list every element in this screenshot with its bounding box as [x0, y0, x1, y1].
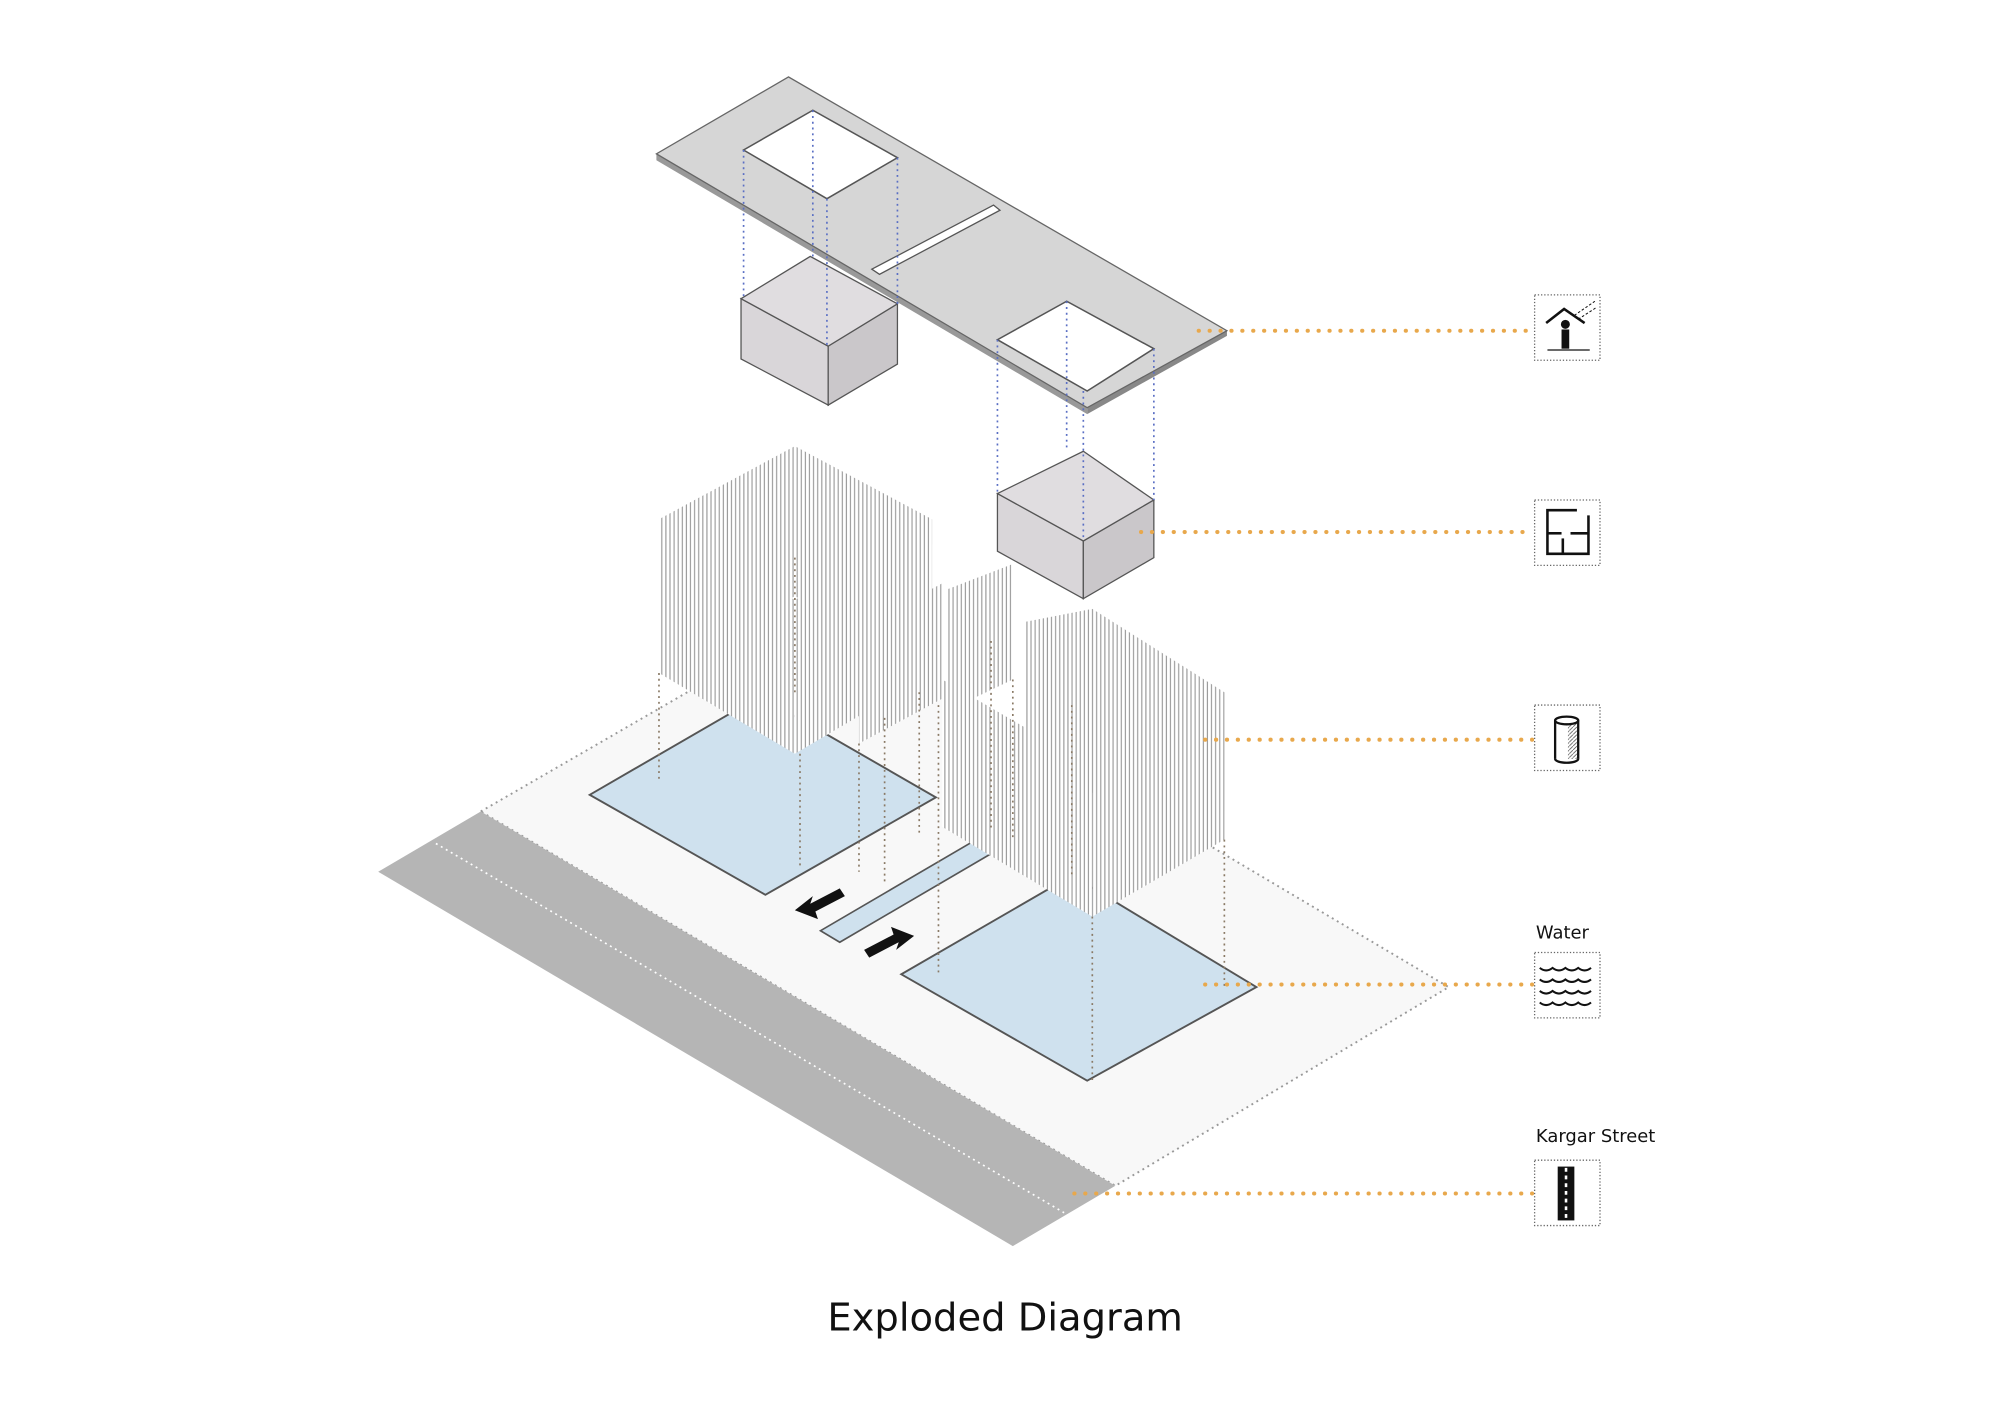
- floor-plan-icon: [1546, 508, 1590, 556]
- legend-item-plan: [1533, 499, 1601, 566]
- cylinder-column-icon: [1553, 715, 1580, 764]
- diagram-title: Exploded Diagram: [827, 1296, 1182, 1341]
- legend-item-street: Kargar Street: [1533, 1126, 1655, 1227]
- arrow-right-icon: [864, 926, 915, 958]
- legend-label-kargar-street: Kargar Street: [1536, 1126, 1655, 1147]
- pool-left: [587, 694, 938, 896]
- arrow-left-icon: [794, 888, 845, 920]
- legend-label-water: Water: [1536, 922, 1590, 943]
- kargar-street-road: [378, 811, 1116, 1247]
- road-icon: [1557, 1166, 1575, 1221]
- volume-box-right: [996, 450, 1156, 600]
- volume-box-left: [739, 255, 899, 407]
- projection-lines-blue: [742, 110, 1155, 541]
- shelter-rain-person-icon: [1545, 300, 1597, 351]
- projection-lines-brown: [658, 557, 1226, 1081]
- leader-lines: [1072, 328, 1535, 1196]
- water-waves-icon: [1539, 966, 1592, 1007]
- fence-right: [942, 608, 1225, 917]
- legend-item-shelter: [1533, 294, 1601, 361]
- legend-item-water: Water: [1533, 922, 1601, 1019]
- legend-item-fence: [1533, 704, 1601, 772]
- fence-middle: [858, 564, 1013, 744]
- roof-slab: [655, 76, 1229, 415]
- pool-right: [899, 874, 1259, 1082]
